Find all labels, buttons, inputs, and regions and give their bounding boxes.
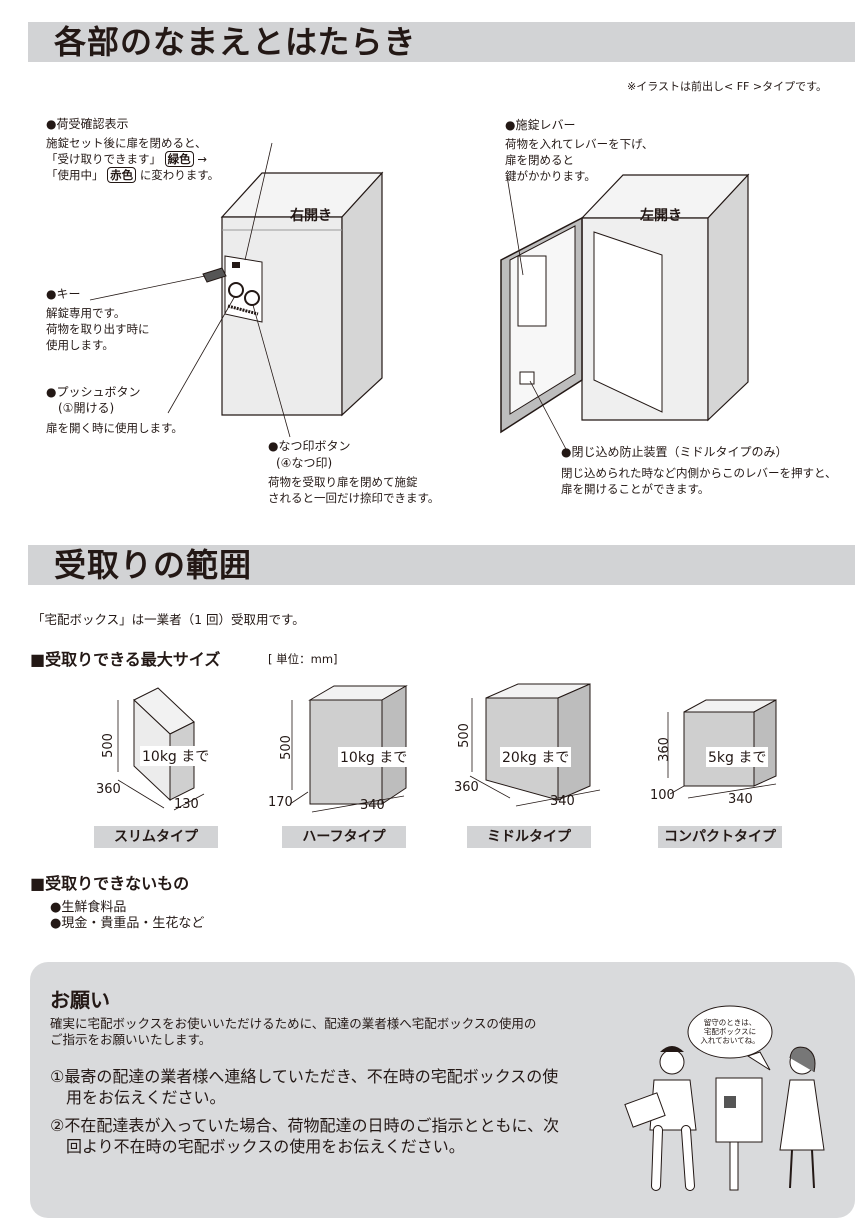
stamp-button-label: ●なつ印ボタン [268,439,351,453]
slim-width: 130 [174,797,199,812]
section-header-parts [28,22,855,62]
middle-type-tag: ミドルタイプ [467,826,591,848]
not-accepted-heading: ■受取りできないもの [30,874,190,893]
range-intro: 「宅配ボックス」は一業者（1 回）受取用です。 [32,612,305,627]
half-type-tag: ハーフタイプ [282,826,406,848]
key-description: 解錠専用です。 荷物を取り出す時に 使用します。 [46,306,150,352]
request-intro: 確実に宅配ボックスをお使いいただけるために、配達の業者様へ宅配ボックスの使用の … [50,1016,537,1047]
half-weight: 10kg まで [338,747,410,767]
compact-height: 360 [656,737,672,762]
half-height: 500 [278,735,294,760]
not-accepted-item: ●現金・貴重品・生花など [50,916,205,931]
left-open-label: 左開き [640,208,682,224]
middle-width: 340 [550,794,575,809]
section-header-range [28,545,855,585]
section-title-parts: 各部のなまえとはたらき [54,23,417,61]
slim-weight: 10kg まで [140,746,212,766]
max-size-heading: ■受取りできる最大サイズ [30,650,221,669]
speech-bubble-text: 留守のときは、 宅配ボックスに 入れておいてね。 [700,1018,760,1045]
request-item-1: ①最寄の配達の業者様へ連絡していただき、不在時の宅配ボックスの使 用をお伝えくだ… [50,1067,559,1107]
not-accepted-item: ●生鮮食料品 [50,900,127,915]
slim-height: 500 [100,733,116,758]
stamp-button-description: 荷物を受取り扉を閉めて施錠 されると一回だけ捺印できます。 [268,475,440,505]
antitrap-description: 閉じ込められた時など内側からこのレバーを押すと、 扉を開けることができます。 [561,466,837,496]
half-depth: 170 [268,795,293,810]
compact-type-tag: コンパクトタイプ [658,826,782,848]
lever-label: ●施錠レバー [505,118,576,132]
middle-weight: 20kg まで [500,747,572,767]
unit-label: [ 単位：mm] [268,652,338,666]
illustration-note: ※イラストは前出し< FF >タイプです。 [627,80,827,93]
compact-width: 340 [728,792,753,807]
indicator-label: ●荷受確認表示 [46,117,129,131]
stamp-button-sub: (④なつ印) [276,456,333,470]
delivery-illustration [624,1005,825,1191]
half-width: 340 [360,798,385,813]
green-badge: 緑色 [164,151,194,167]
push-button-sub: (①開ける) [58,401,115,415]
right-open-label: 右開き [290,208,332,224]
section-title-range: 受取りの範囲 [54,546,253,584]
middle-depth: 360 [454,780,479,795]
compact-weight: 5kg まで [706,747,769,767]
push-button-description: 扉を開く時に使用します。 [46,421,183,435]
request-item-2: ②不在配達表が入っていた場合、荷物配達の日時のご指示とともに、次 回より不在時の… [50,1116,560,1156]
lever-description: 荷物を入れてレバーを下げ、 扉を閉めると 鍵がかかります。 [505,137,654,183]
slim-depth: 360 [96,782,121,797]
red-badge: 赤色 [107,167,137,183]
slim-type-tag: スリムタイプ [94,826,218,848]
parts-illustration [89,142,750,452]
key-label: ●キー [46,287,81,301]
request-title: お願い [50,988,110,1012]
indicator-description: 施錠セット後に扉を閉めると、 「受け取りできます」 緑色 → 「使用中」 赤色 … [46,136,220,183]
push-button-label: ●プッシュボタン [46,385,141,399]
not-accepted-list: ●生鮮食料品 ●現金・貴重品・生花など [50,900,204,932]
antitrap-label: ●閉じ込め防止装置（ミドルタイプのみ） [561,445,788,459]
middle-height: 500 [456,723,472,748]
compact-depth: 100 [650,788,675,803]
